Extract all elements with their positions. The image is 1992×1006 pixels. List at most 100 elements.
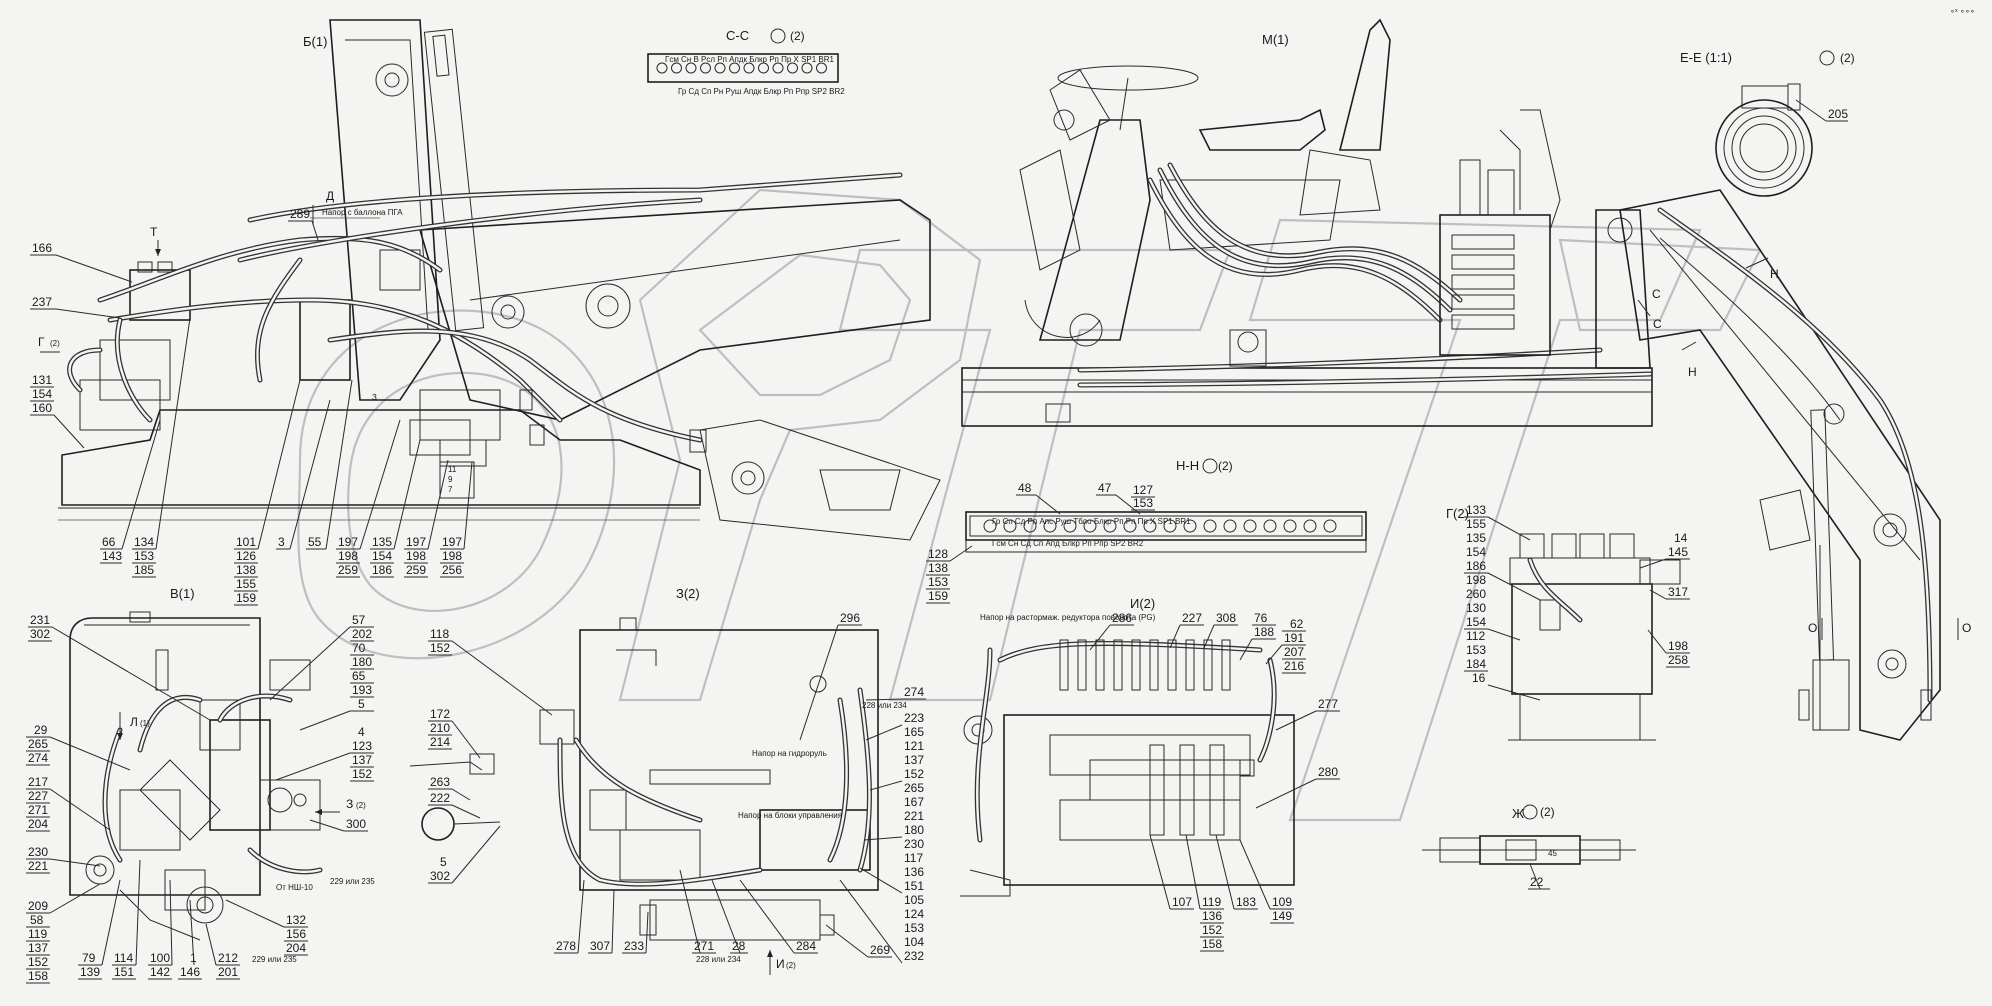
callout-217: 217 bbox=[28, 775, 48, 789]
callout-151a: 151 bbox=[114, 965, 134, 979]
port-circle bbox=[1323, 519, 1337, 533]
view-zh-drawing: Ж (2) 45 bbox=[1422, 804, 1636, 865]
callout-66: 66 bbox=[102, 535, 116, 549]
callout-286: 286 bbox=[1112, 611, 1132, 625]
callout-153c: 153 bbox=[928, 575, 948, 589]
view-z-title: З(2) bbox=[676, 586, 700, 601]
mark-z-small: З bbox=[372, 393, 377, 402]
callout-153e: 153 bbox=[1466, 643, 1486, 657]
callout-65: 65 bbox=[352, 669, 366, 683]
callout-198b: 198 bbox=[406, 549, 426, 563]
callout-152c: 152 bbox=[430, 641, 450, 655]
callout-302b: 302 bbox=[430, 869, 450, 883]
port-circle bbox=[1263, 519, 1277, 533]
callout-109: 109 bbox=[1272, 895, 1292, 909]
label-to-control: Напор на блоки управления bbox=[738, 811, 842, 820]
callout-280: 280 bbox=[1318, 765, 1338, 779]
view-m-drawing: М(1) С bbox=[961, 18, 1661, 427]
callout-265a: 265 bbox=[28, 737, 48, 751]
svg-text:11: 11 bbox=[448, 465, 457, 474]
callout-165: 165 bbox=[904, 725, 924, 739]
callout-210: 210 bbox=[430, 721, 450, 735]
callout-216: 216 bbox=[1284, 659, 1304, 673]
label-to-hydrorul: Напор на гидроруль bbox=[752, 749, 827, 758]
callout-107: 107 bbox=[1172, 895, 1192, 909]
callout-193: 193 bbox=[352, 683, 372, 697]
callout-265b: 265 bbox=[904, 781, 924, 795]
callout-62: 62 bbox=[1290, 617, 1304, 631]
callout-126: 126 bbox=[236, 549, 256, 563]
callout-197c: 197 bbox=[442, 535, 462, 549]
callout-112: 112 bbox=[1466, 629, 1485, 643]
callout-4: 4 bbox=[358, 725, 365, 739]
label-229-235-a: 229 или 235 bbox=[330, 877, 375, 886]
port-circle bbox=[801, 62, 813, 74]
callout-152b: 152 bbox=[28, 955, 48, 969]
callout-151b: 151 bbox=[904, 879, 924, 893]
valve-rod bbox=[1077, 639, 1087, 691]
callout-138b: 138 bbox=[928, 561, 948, 575]
callout-135: 135 bbox=[372, 535, 392, 549]
callout-119a: 119 bbox=[28, 927, 47, 941]
view-b-title: Б(1) bbox=[303, 34, 327, 49]
view-v-title: В(1) bbox=[170, 586, 195, 601]
mark-g-left: Г bbox=[38, 335, 45, 349]
callout-135b: 135 bbox=[1466, 531, 1486, 545]
port-circle bbox=[1103, 519, 1117, 533]
port-circle bbox=[714, 62, 726, 74]
callout-204a: 204 bbox=[28, 817, 48, 831]
callout-317: 317 bbox=[1668, 585, 1688, 599]
callout-152a: 152 bbox=[352, 767, 372, 781]
callout-201: 201 bbox=[218, 965, 238, 979]
view-i-drawing: И(2) Напор на растормаж. редуктора повор… bbox=[960, 596, 1295, 897]
callout-79: 79 bbox=[82, 951, 96, 965]
callout-136b: 136 bbox=[1202, 909, 1222, 923]
callout-114: 114 bbox=[114, 951, 133, 965]
callout-48: 48 bbox=[1018, 481, 1032, 495]
bus-nn-top: Гр Сп Сд Рп Апс Руш Тбло Блкр Рп Рп Пр Х… bbox=[992, 517, 1191, 526]
callout-128: 128 bbox=[928, 547, 948, 561]
view-v-drawing: В(1) Л (1) З (2) От НШ-10 229 или 235 22… bbox=[69, 586, 375, 964]
callout-277: 277 bbox=[1318, 697, 1338, 711]
port-circle bbox=[729, 62, 740, 74]
right-arm-drawing: Н Н С О О bbox=[1619, 189, 1971, 741]
callout-271a: 271 bbox=[28, 803, 48, 817]
view-z-drawing: З(2) Напор на гидроруль Напор на блоки у… bbox=[409, 586, 907, 975]
callout-233: 233 bbox=[624, 939, 644, 953]
port-circle bbox=[1043, 519, 1057, 533]
callout-172: 172 bbox=[430, 707, 450, 721]
mark-s-cab: С bbox=[1652, 287, 1661, 301]
callout-57: 57 bbox=[352, 613, 366, 627]
port-circle bbox=[1123, 519, 1137, 533]
port-circle bbox=[772, 62, 784, 74]
callout-153d: 153 bbox=[904, 921, 924, 935]
port-circle bbox=[656, 62, 668, 74]
callout-130: 130 bbox=[1466, 601, 1486, 615]
callout-198a: 198 bbox=[338, 549, 358, 563]
bus-cc-bottom: Гр Сд Сп Рн Руш Апдк Блкр Рп Рпр SP2 BR2 bbox=[678, 87, 845, 96]
callout-209: 209 bbox=[28, 899, 48, 913]
view-ee-drawing: Е-Е (1:1) (2) bbox=[1680, 50, 1855, 197]
callout-29: 29 bbox=[34, 723, 48, 737]
valve-rod bbox=[1149, 639, 1159, 691]
callout-186b: 186 bbox=[1466, 559, 1486, 573]
callout-183: 183 bbox=[1236, 895, 1256, 909]
callout-155b: 155 bbox=[1466, 517, 1486, 531]
valve-rod bbox=[1131, 639, 1141, 691]
callout-205: 205 bbox=[1828, 107, 1848, 121]
callout-156: 156 bbox=[286, 927, 306, 941]
callout-149: 149 bbox=[1272, 909, 1292, 923]
callout-5a: 5 bbox=[358, 697, 365, 711]
label-from-pg: Напор с баллона ПГА bbox=[322, 208, 403, 217]
callout-263: 263 bbox=[430, 775, 450, 789]
callout-237: 237 bbox=[32, 295, 52, 309]
port-circle bbox=[685, 62, 697, 74]
mark-n2: Н bbox=[1688, 365, 1697, 379]
view-cc-bus: С-С (2) Гсм Сн В Рсл Рп Апдк Блкр Рп Пр … bbox=[647, 28, 845, 96]
mark-o2: О bbox=[1962, 621, 1971, 635]
view-ee-title: Е-Е (1:1) bbox=[1680, 50, 1732, 65]
port-circle bbox=[1183, 519, 1197, 533]
callout-197b: 197 bbox=[406, 535, 426, 549]
callout-121: 121 bbox=[904, 739, 924, 753]
